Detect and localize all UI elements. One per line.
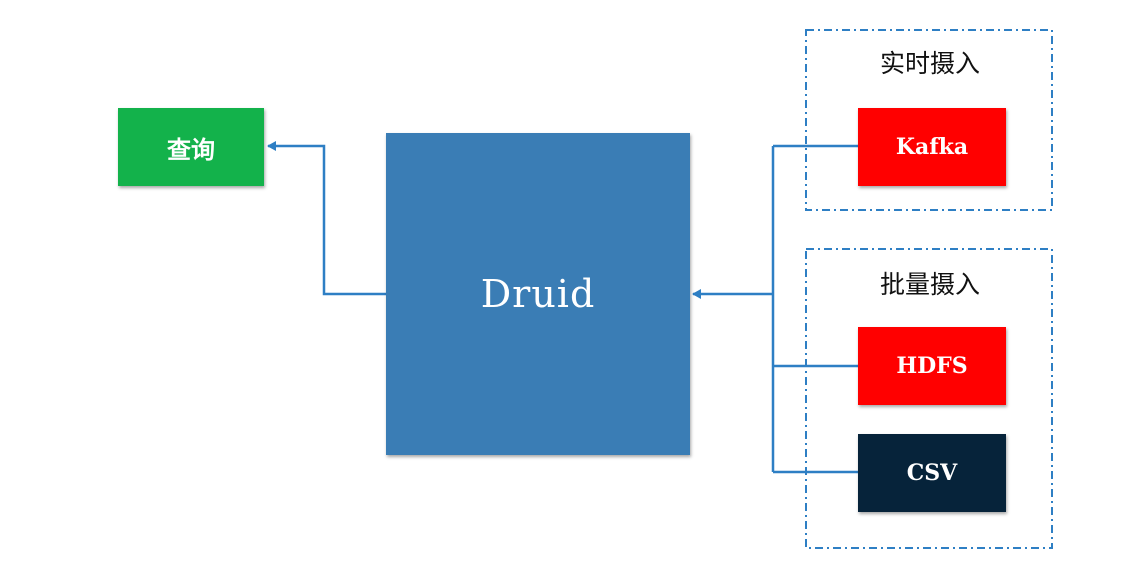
realtime-ingest-group-border <box>805 29 1053 211</box>
realtime-ingest-title: 实时摄入 <box>879 49 980 78</box>
hdfs-node: HDFS <box>858 327 1006 405</box>
kafka-node-label: Kafka <box>895 134 969 160</box>
csv-node-label: CSV <box>906 460 958 486</box>
hdfs-node-label: HDFS <box>896 353 968 379</box>
query-node-label: 查询 <box>167 135 215 164</box>
druid-node: Druid <box>386 133 690 455</box>
kafka-node: Kafka <box>858 108 1006 186</box>
query-node: 查询 <box>118 108 264 186</box>
batch-ingest-group-border <box>805 248 1053 549</box>
druid-to-query-connector <box>267 141 386 296</box>
batch-ingest-title: 批量摄入 <box>879 270 980 299</box>
csv-node: CSV <box>858 434 1006 512</box>
druid-node-label: Druid <box>480 272 596 316</box>
